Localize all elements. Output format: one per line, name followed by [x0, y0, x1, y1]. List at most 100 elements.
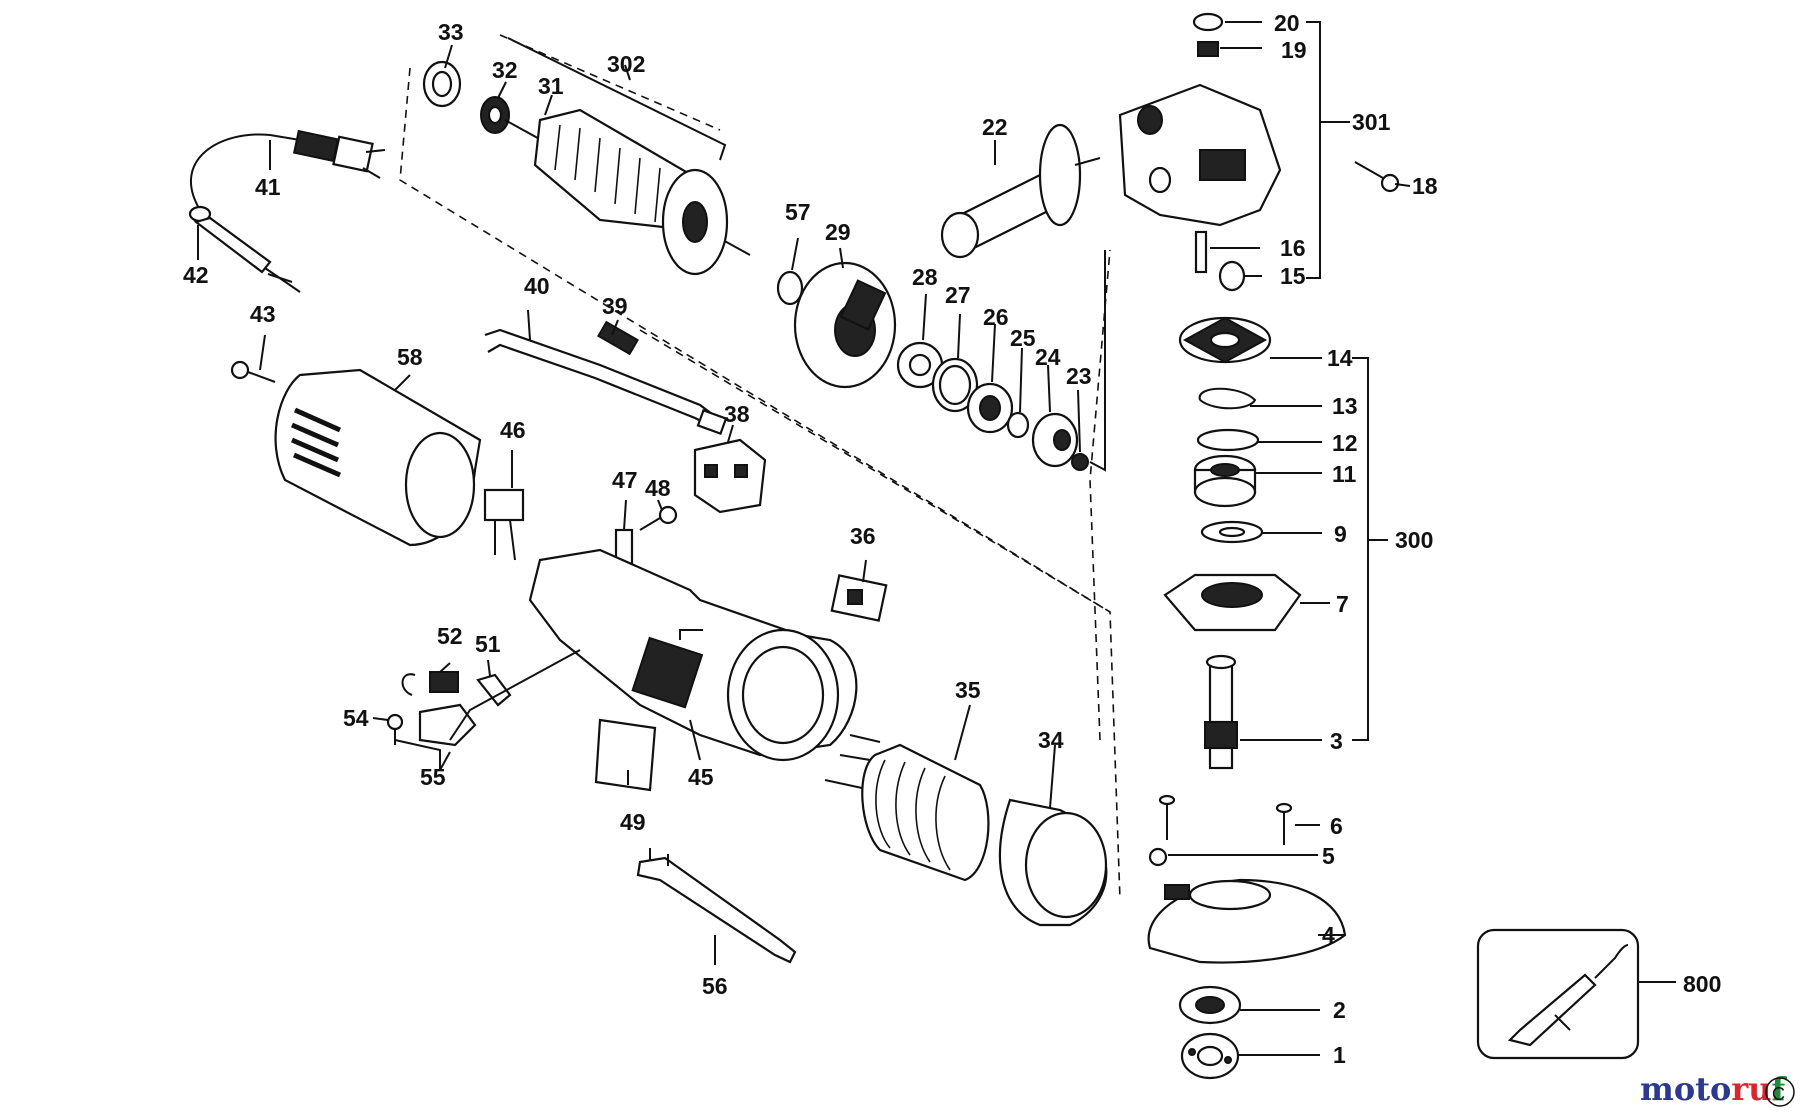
part-29-bearing-plate — [793, 261, 897, 389]
label-45: 45 — [688, 764, 714, 790]
label-51: 51 — [475, 631, 501, 657]
part-12-spring-washer — [1196, 428, 1260, 452]
label-43: 43 — [250, 301, 276, 327]
label-32: 32 — [492, 57, 518, 83]
part-11-bearing — [1193, 454, 1257, 508]
label-42: 42 — [183, 262, 209, 288]
label-52: 52 — [437, 623, 463, 649]
label-36: 36 — [850, 523, 876, 549]
part-38-switch — [693, 438, 767, 514]
leader-lines — [197, 21, 1676, 1056]
label-23: 23 — [1066, 363, 1092, 389]
part-54-screw — [386, 713, 404, 745]
part-301-gear-head — [1118, 83, 1282, 227]
label-22: 22 — [982, 114, 1008, 140]
part-5-screw — [1148, 847, 1168, 867]
label-300: 300 — [1395, 527, 1433, 553]
part-3-spindle — [1204, 654, 1238, 770]
part-16-pin — [1194, 230, 1208, 274]
label-9: 9 — [1334, 521, 1347, 547]
part-7-flange — [1163, 573, 1302, 632]
part-33-bearing — [422, 60, 462, 108]
label-56: 56 — [702, 973, 728, 999]
part-31-armature — [504, 108, 751, 276]
label-35: 35 — [955, 677, 981, 703]
label-1: 1 — [1333, 1042, 1346, 1068]
part-32-bearing — [480, 96, 510, 134]
label-55: 55 — [420, 764, 446, 790]
label-34: 34 — [1038, 727, 1064, 753]
part-4-wheel-guard — [1147, 878, 1347, 964]
part-14-bevel-gear — [1178, 316, 1272, 364]
part-49-label — [594, 718, 657, 792]
label-54: 54 — [343, 705, 369, 731]
label-25: 25 — [1010, 325, 1036, 351]
part-22-side-handle — [940, 123, 1101, 259]
part-24-pinion — [1031, 412, 1079, 468]
part-36-clip — [830, 574, 888, 622]
part-46-capacitor — [483, 488, 525, 561]
part-52-carbon-brush — [401, 671, 459, 696]
label-41: 41 — [255, 174, 281, 200]
part-40-switch-rod — [484, 328, 728, 436]
part-1-nut — [1180, 1032, 1240, 1080]
part-15-sleeve — [1218, 260, 1246, 292]
label-46: 46 — [500, 417, 526, 443]
label-27: 27 — [945, 282, 971, 308]
part-34-baffle — [998, 798, 1108, 927]
label-3: 3 — [1330, 728, 1343, 754]
part-labels: 33 32 31 302 41 42 43 58 40 39 38 46 47 … — [183, 10, 1721, 1068]
part-25-washer — [1006, 411, 1030, 439]
brand-part-1: moto — [1640, 1070, 1731, 1108]
label-11: 11 — [1332, 461, 1357, 487]
part-18-screw — [1354, 161, 1400, 193]
part-13-circlip — [1198, 387, 1257, 410]
part-55-brush-box — [418, 703, 477, 747]
label-800: 800 — [1683, 971, 1721, 997]
label-47: 47 — [612, 467, 638, 493]
part-6-screw-2 — [1275, 802, 1293, 845]
part-20-button — [1192, 12, 1224, 32]
part-19-spring — [1197, 41, 1219, 57]
label-33: 33 — [438, 19, 464, 45]
part-26-bearing — [966, 382, 1014, 434]
part-57-washer — [776, 270, 804, 306]
label-49: 49 — [620, 809, 646, 835]
label-12: 12 — [1332, 430, 1358, 456]
label-302: 302 — [607, 51, 645, 77]
part-43-screw — [230, 360, 276, 383]
part-2-flange — [1178, 985, 1242, 1025]
label-31: 31 — [538, 73, 564, 99]
part-6-screw — [1158, 794, 1176, 840]
brand-watermark: motoruf C — [1640, 1070, 1795, 1108]
label-28: 28 — [912, 264, 938, 290]
label-19: 19 — [1281, 37, 1307, 63]
part-35-field-coil — [824, 734, 990, 882]
label-58: 58 — [397, 344, 423, 370]
label-6: 6 — [1330, 813, 1343, 839]
label-24: 24 — [1035, 344, 1061, 370]
label-14: 14 — [1327, 345, 1353, 371]
label-7: 7 — [1336, 591, 1349, 617]
part-42-cord-guard — [188, 205, 301, 293]
label-39: 39 — [602, 293, 628, 319]
part-39-spring — [597, 320, 639, 356]
part-56-spanner — [636, 848, 797, 964]
part-45-motor-housing — [528, 548, 858, 762]
label-18: 18 — [1412, 173, 1438, 199]
label-26: 26 — [983, 304, 1009, 330]
part-48-screw — [639, 505, 678, 531]
label-29: 29 — [825, 219, 851, 245]
label-2: 2 — [1333, 997, 1346, 1023]
part-41-power-cord — [190, 129, 386, 211]
label-4: 4 — [1322, 922, 1335, 948]
label-38: 38 — [724, 401, 750, 427]
part-23-nut — [1071, 453, 1089, 471]
part-27-ring — [931, 357, 979, 413]
label-15: 15 — [1280, 263, 1306, 289]
part-9-washer — [1200, 520, 1264, 544]
label-301: 301 — [1352, 109, 1391, 135]
label-20: 20 — [1274, 10, 1300, 36]
